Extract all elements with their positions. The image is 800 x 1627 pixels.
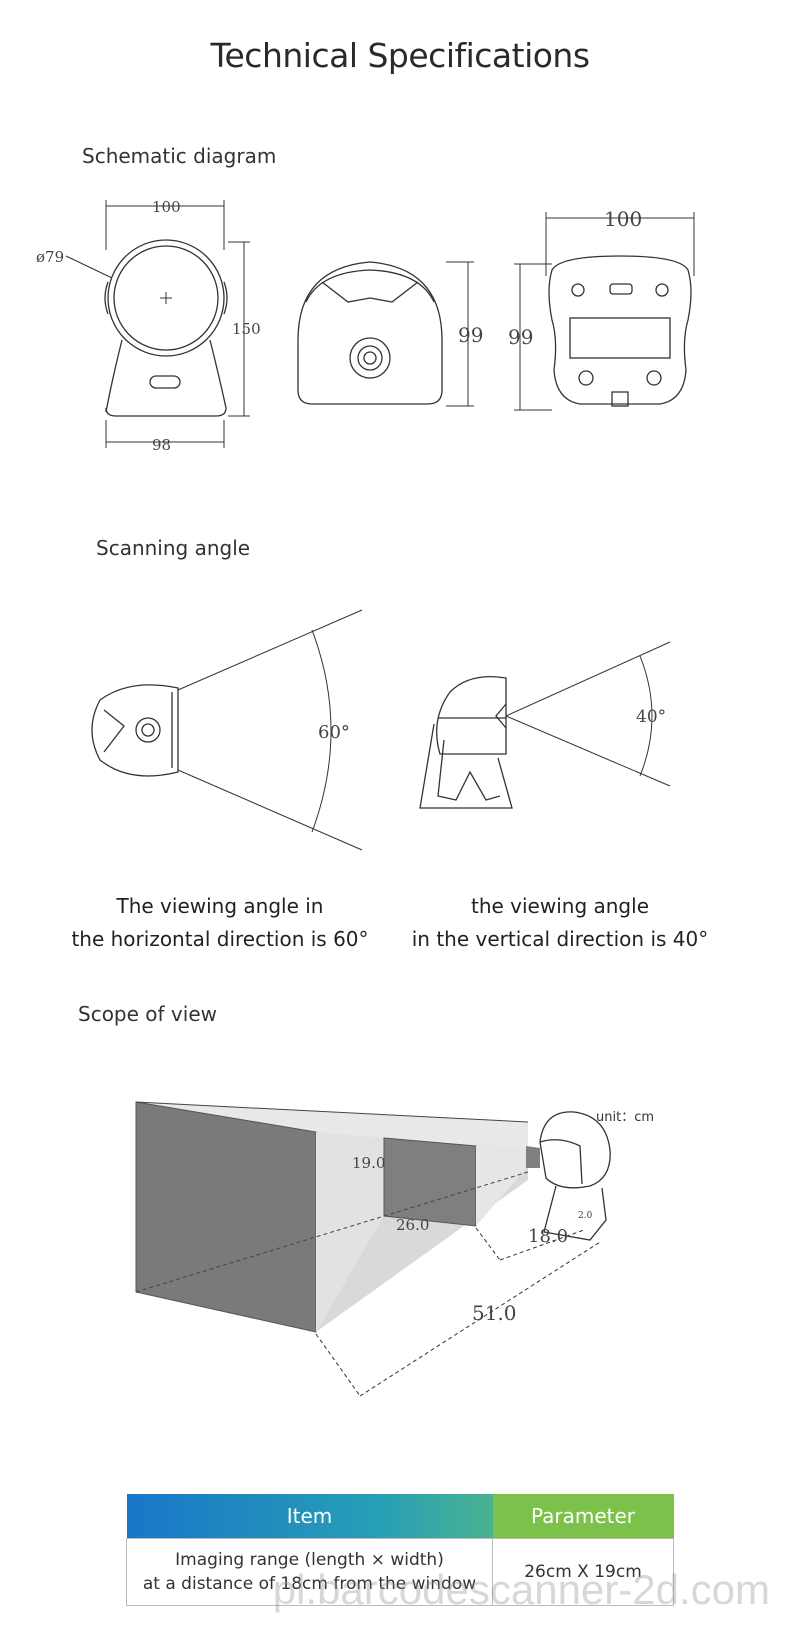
scope-width-label: 26.0 — [396, 1216, 429, 1234]
table-header-row: Item Parameter — [126, 1494, 674, 1539]
dim-back-height: 99 — [508, 325, 533, 349]
page-title: Technical Specifications — [210, 36, 590, 75]
cell-parameter: 26cm X 19cm — [492, 1538, 674, 1606]
caption-vertical-line2: in the vertical direction is 40° — [411, 927, 709, 951]
angle-vertical-label: 40° — [636, 707, 666, 727]
dim-back-width: 100 — [604, 207, 642, 231]
dim-front-height: 150 — [232, 320, 261, 338]
angle-horizontal-label: 60° — [318, 722, 350, 743]
caption-vertical-line1: the viewing angle — [470, 894, 649, 918]
scope-drawing: 19.0 26.0 18.0 2.0 51.0 — [135, 1101, 611, 1397]
dim-front-width: 100 — [152, 198, 181, 216]
scanning-drawings: 60° 40° — [91, 609, 671, 851]
schematic-heading: Schematic diagram — [82, 144, 277, 168]
front-view-drawing: 100 ø79 150 98 — [36, 198, 261, 454]
back-view-drawing: 100 99 — [508, 207, 695, 411]
table-row: Imaging range (length × width) at a dist… — [126, 1538, 674, 1606]
spec-table: Item Parameter Imaging range (length × w… — [126, 1494, 674, 1606]
scope-gap-label: 2.0 — [578, 1211, 593, 1221]
horizontal-angle-drawing: 60° — [91, 609, 363, 851]
caption-vertical: the viewing angle in the vertical direct… — [400, 890, 720, 956]
side-view-drawing: 99 — [297, 261, 483, 407]
dim-side-height: 99 — [458, 323, 483, 347]
header-item: Item — [126, 1494, 493, 1539]
cell-item-line2: at a distance of 18cm from the window — [142, 1574, 477, 1594]
dim-window-diameter: ø79 — [36, 248, 64, 266]
scanning-heading: Scanning angle — [96, 536, 251, 560]
header-parameter: Parameter — [492, 1494, 674, 1539]
cell-item-line1: Imaging range (length × width) — [175, 1550, 444, 1570]
dim-base-width: 98 — [152, 436, 171, 454]
caption-horizontal-line1: The viewing angle in — [116, 894, 324, 918]
scope-height-label: 19.0 — [352, 1154, 385, 1172]
scope-depth-label: 51.0 — [472, 1301, 517, 1325]
vertical-angle-drawing: 40° — [419, 641, 671, 809]
scope-heading: Scope of view — [78, 1002, 217, 1026]
schematic-drawings: 100 ø79 150 98 99 100 — [36, 198, 695, 454]
unit-label: unit：cm — [596, 1110, 654, 1125]
watermark: pl.barcodescanner-2d.com — [272, 1566, 770, 1613]
cell-item: Imaging range (length × width) at a dist… — [126, 1538, 493, 1606]
caption-horizontal-line2: the horizontal direction is 60° — [71, 927, 369, 951]
caption-horizontal: The viewing angle in the horizontal dire… — [60, 890, 380, 956]
scope-distance-label: 18.0 — [528, 1226, 568, 1247]
